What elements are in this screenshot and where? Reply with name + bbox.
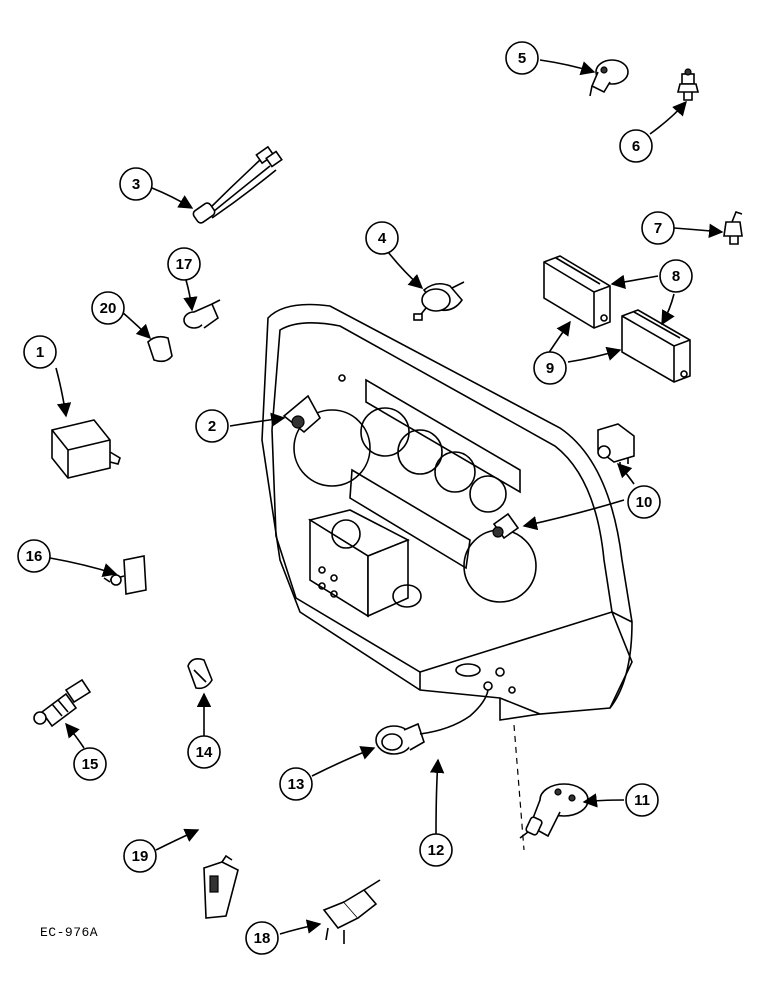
part-4-sender (413, 281, 465, 321)
svg-text:13: 13 (288, 776, 305, 793)
callout-4: 4 (365, 221, 399, 255)
svg-text:4: 4 (378, 230, 387, 247)
callout-20: 20 (91, 291, 125, 325)
svg-text:10: 10 (636, 494, 653, 511)
part-16-toggle-switch (103, 555, 147, 595)
svg-text:17: 17 (176, 256, 193, 273)
callout-11: 11 (625, 783, 659, 817)
svg-text:14: 14 (196, 744, 213, 761)
part-14-bulb-holder (187, 658, 213, 690)
callout-12: 12 (419, 833, 453, 867)
part-19-rocker-switch (203, 854, 239, 919)
callout-1: 1 (23, 335, 57, 369)
callout-9: 9 (533, 351, 567, 385)
svg-text:9: 9 (546, 360, 554, 377)
part-20-lens (147, 335, 173, 363)
svg-text:6: 6 (632, 138, 640, 155)
svg-text:2: 2 (208, 418, 216, 435)
callout-8: 8 (659, 259, 693, 293)
svg-text:19: 19 (132, 848, 149, 865)
callout-6: 6 (619, 129, 653, 163)
svg-text:20: 20 (100, 300, 117, 317)
svg-text:1: 1 (36, 344, 44, 361)
part-18-push-switch (322, 879, 381, 944)
svg-text:5: 5 (518, 50, 526, 67)
callout-7: 7 (641, 211, 675, 245)
callout-10: 10 (627, 485, 661, 519)
svg-text:16: 16 (26, 548, 43, 565)
figure-code: EC-976A (40, 925, 98, 940)
part-15-stop-switch (33, 678, 92, 728)
part-7-temperature-switch (723, 211, 743, 245)
part-1-relay (51, 419, 121, 479)
leader-arrows (49, 59, 724, 935)
callout-13: 13 (279, 767, 313, 801)
svg-text:11: 11 (634, 792, 650, 809)
svg-text:15: 15 (82, 756, 99, 773)
part-8-9-warning-modules (543, 255, 691, 383)
callout-3: 3 (119, 167, 153, 201)
svg-text:12: 12 (428, 842, 445, 859)
part-10-dimmer-switch (492, 423, 635, 540)
part-17-bulb-holder (183, 299, 221, 329)
part-6-sender-unit (676, 68, 700, 101)
callout-15: 15 (73, 747, 107, 781)
callout-16: 16 (17, 539, 51, 573)
svg-text:8: 8 (672, 268, 680, 285)
part-11-key-switch (519, 783, 589, 839)
callout-17: 17 (167, 247, 201, 281)
callout-14: 14 (187, 735, 221, 769)
callout-5: 5 (505, 41, 539, 75)
part-3-bulb-harness (192, 145, 283, 224)
part-2-lamp-socket (282, 394, 322, 434)
callout-18: 18 (245, 921, 279, 955)
svg-text:18: 18 (254, 930, 271, 947)
callout-19: 19 (123, 839, 157, 873)
svg-text:7: 7 (654, 220, 662, 237)
part-12-13-accessory-socket (375, 681, 493, 755)
instrument-panel-housing (261, 303, 633, 851)
callout-2: 2 (195, 409, 229, 443)
svg-text:3: 3 (132, 176, 140, 193)
part-5-pressure-switch (589, 59, 629, 97)
